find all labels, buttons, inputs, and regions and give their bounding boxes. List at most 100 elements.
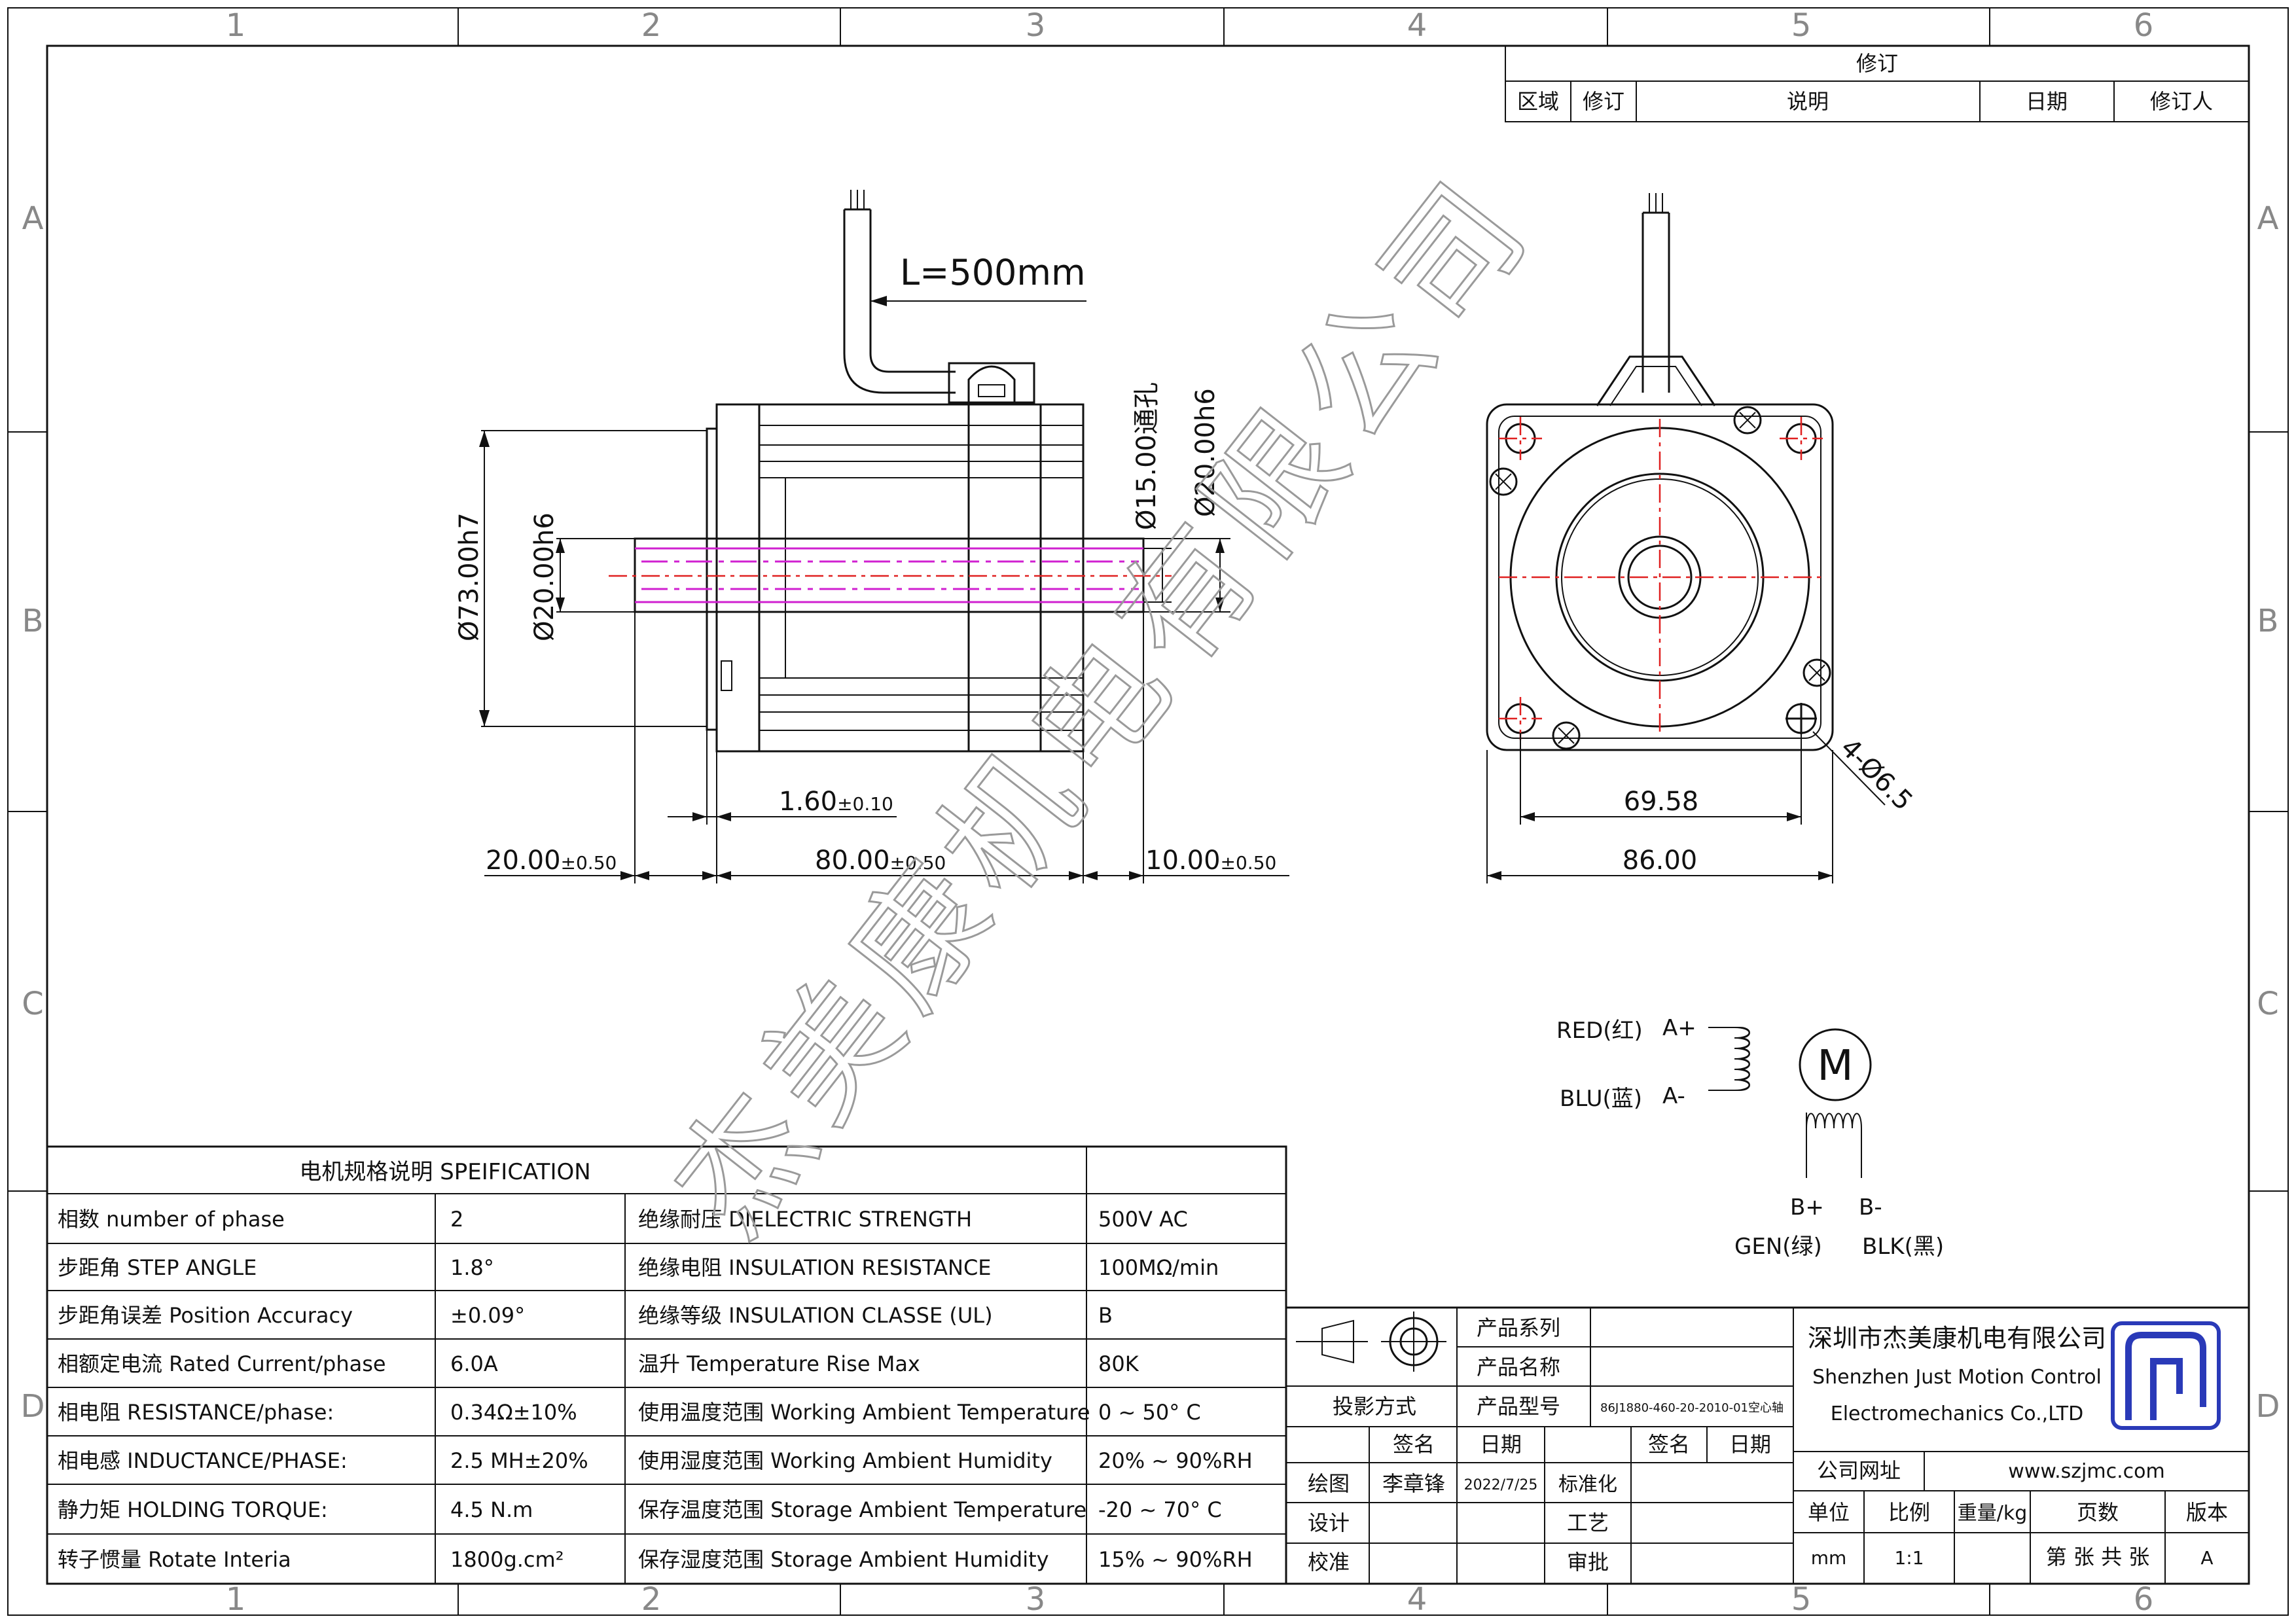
spec-label-2-3: 绝缘等级 INSULATION CLASSE (UL): [638, 1303, 993, 1328]
dim-rear-shaft-length: 10.00±0.50: [1145, 846, 1276, 876]
title-block: 产品系列 产品名称 投影方式 产品型号 86J1880-460-20-2010-…: [1285, 1306, 2250, 1585]
col-label-2: 2: [641, 7, 662, 44]
end-view: 69.58 86.00 4-Ø6.5: [1486, 193, 1918, 883]
spec-value-5: 0.34Ω±10%: [450, 1400, 577, 1425]
spec-label-2-2: 绝缘电阻 INSULATION RESISTANCE: [638, 1255, 992, 1280]
watermark: 杰美康机电有限公司: [644, 148, 1562, 1263]
label-unit: 单位: [1808, 1500, 1850, 1525]
company-name-cn: 深圳市杰美康机电有限公司: [1808, 1324, 2106, 1353]
value-drawer: 李章锋: [1382, 1471, 1445, 1496]
revision-header-zone: 区域: [1517, 89, 1559, 114]
col-label-5: 5: [1791, 7, 1812, 44]
col-label-2-bottom: 2: [641, 1581, 662, 1618]
spec-value-2-6: 20% ~ 90%RH: [1098, 1448, 1253, 1473]
spec-label-2-4: 温升 Temperature Rise Max: [638, 1351, 920, 1376]
dim-bore: Ø15.00通孔: [1132, 382, 1162, 530]
wire-a-minus: A-: [1662, 1083, 1685, 1109]
row-label-b-right: B: [2257, 603, 2279, 639]
spec-label-3: 步距角误差 Position Accuracy: [58, 1303, 353, 1328]
cable-length-label: L=500mm: [900, 252, 1086, 293]
company-name-en-2: Electromechanics Co.,LTD: [1831, 1402, 2083, 1425]
value-pages: 第 张 共 张: [2046, 1544, 2150, 1569]
spec-value-2-2: 100MΩ/min: [1098, 1255, 1219, 1280]
dim-hole-callout: 4-Ø6.5: [1835, 733, 1918, 817]
col-label-1-bottom: 1: [226, 1581, 246, 1618]
coil-b: [1806, 1113, 1862, 1129]
spec-value-8: 1800g.cm²: [450, 1547, 564, 1572]
front-view: L=500mm Ø73.00h7: [454, 190, 1289, 883]
value-unit: mm: [1811, 1547, 1847, 1569]
revision-header-date: 日期: [2026, 89, 2068, 114]
spec-label-2-5: 使用温度范围 Working Ambient Temperature: [638, 1400, 1090, 1425]
spec-label-7: 静力矩 HOLDING TORQUE:: [58, 1497, 328, 1522]
spec-value-2-7: -20 ~ 70° C: [1098, 1497, 1222, 1522]
spec-value-2: 1.8°: [450, 1255, 494, 1280]
wiring-diagram: RED(红) A+ BLU(蓝) A- M B+ B- GEN(绿) BLK(黑…: [1556, 1015, 1944, 1260]
row-label-a: A: [22, 200, 44, 237]
wire-b-minus: B-: [1859, 1194, 1882, 1221]
spec-title: 电机规格说明 SPEIFICATION: [299, 1159, 590, 1185]
col-label-4: 4: [1407, 7, 1427, 44]
row-label-a-right: A: [2257, 200, 2279, 237]
revision-block: 修订 区域 修订 说明 日期 修订人: [1505, 45, 2250, 122]
spec-value-3: ±0.09°: [450, 1303, 525, 1328]
spec-label-8: 转子惯量 Rotate Interia: [58, 1547, 291, 1572]
spec-value-2-3: B: [1098, 1303, 1113, 1328]
col-label-3: 3: [1026, 7, 1046, 44]
company-logo: [2111, 1321, 2221, 1430]
row-label-c: C: [22, 986, 44, 1022]
spec-value-6: 2.5 MH±20%: [450, 1448, 588, 1473]
row-label-d-right: D: [2256, 1388, 2280, 1425]
wire-blu-label: BLU(蓝): [1560, 1086, 1642, 1112]
label-process: 工艺: [1567, 1510, 1609, 1535]
dim-flange-width: 86.00: [1623, 846, 1698, 876]
spec-label-6: 相电感 INDUCTANCE/PHASE:: [58, 1448, 348, 1473]
label-draw: 绘图: [1308, 1471, 1350, 1496]
col-label-3-bottom: 3: [1026, 1581, 1046, 1618]
spec-label-2: 步距角 STEP ANGLE: [58, 1255, 257, 1280]
label-product-name: 产品名称: [1477, 1355, 1560, 1380]
label-version: 版本: [2186, 1500, 2228, 1525]
row-label-d: D: [21, 1388, 45, 1425]
col-label-6-bottom: 6: [2134, 1581, 2154, 1618]
dim-shaft-diameter-right: Ø20.00h6: [1191, 388, 1221, 517]
label-projection: 投影方式: [1333, 1394, 1416, 1419]
col-label-5-bottom: 5: [1791, 1581, 1812, 1618]
label-date: 日期: [1480, 1432, 1522, 1457]
label-product-series: 产品系列: [1477, 1315, 1560, 1340]
motor-symbol-label: M: [1817, 1042, 1853, 1090]
dim-hole-pitch: 69.58: [1624, 787, 1699, 817]
mounting-holes: [1499, 417, 1823, 740]
label-date-2: 日期: [1729, 1432, 1771, 1457]
label-design: 设计: [1308, 1510, 1350, 1535]
spec-value-1: 2: [450, 1207, 463, 1232]
motor-symbol: [1799, 1028, 1872, 1101]
revision-header-by: 修订人: [2150, 89, 2213, 114]
label-scale: 比例: [1888, 1500, 1930, 1525]
spec-label-2-1: 绝缘耐压 DIELECTRIC STRENGTH: [638, 1207, 972, 1232]
dim-front-shaft-length: 20.00±0.50: [486, 846, 617, 876]
revision-title: 修订: [1856, 51, 1898, 76]
revision-header-rev: 修订: [1583, 89, 1624, 114]
spec-value-4: 6.0A: [450, 1351, 498, 1376]
label-sign-2: 签名: [1648, 1432, 1690, 1457]
projection-symbol: [1321, 1319, 1354, 1364]
wire-b-plus: B+: [1790, 1194, 1824, 1221]
dim-flange-thickness: 1.60±0.10: [779, 787, 893, 817]
col-label-6: 6: [2134, 7, 2154, 44]
spec-value-2-1: 500V AC: [1098, 1207, 1188, 1232]
dim-body-diameter: Ø73.00h7: [454, 512, 484, 641]
value-website: www.szjmc.com: [2008, 1460, 2164, 1483]
row-label-c-right: C: [2257, 986, 2279, 1022]
company-name-en-1: Shenzhen Just Motion Control: [1812, 1366, 2102, 1389]
spec-label-2-6: 使用湿度范围 Working Ambient Humidity: [638, 1448, 1052, 1473]
label-website: 公司网址: [1817, 1458, 1901, 1483]
spec-label-5: 相电阻 RESISTANCE/phase:: [58, 1400, 334, 1425]
label-sign: 签名: [1393, 1432, 1435, 1457]
value-version: A: [2200, 1547, 2213, 1569]
label-pages: 页数: [2077, 1500, 2119, 1525]
spec-value-2-5: 0 ~ 50° C: [1098, 1400, 1201, 1425]
label-check: 校准: [1308, 1550, 1350, 1575]
